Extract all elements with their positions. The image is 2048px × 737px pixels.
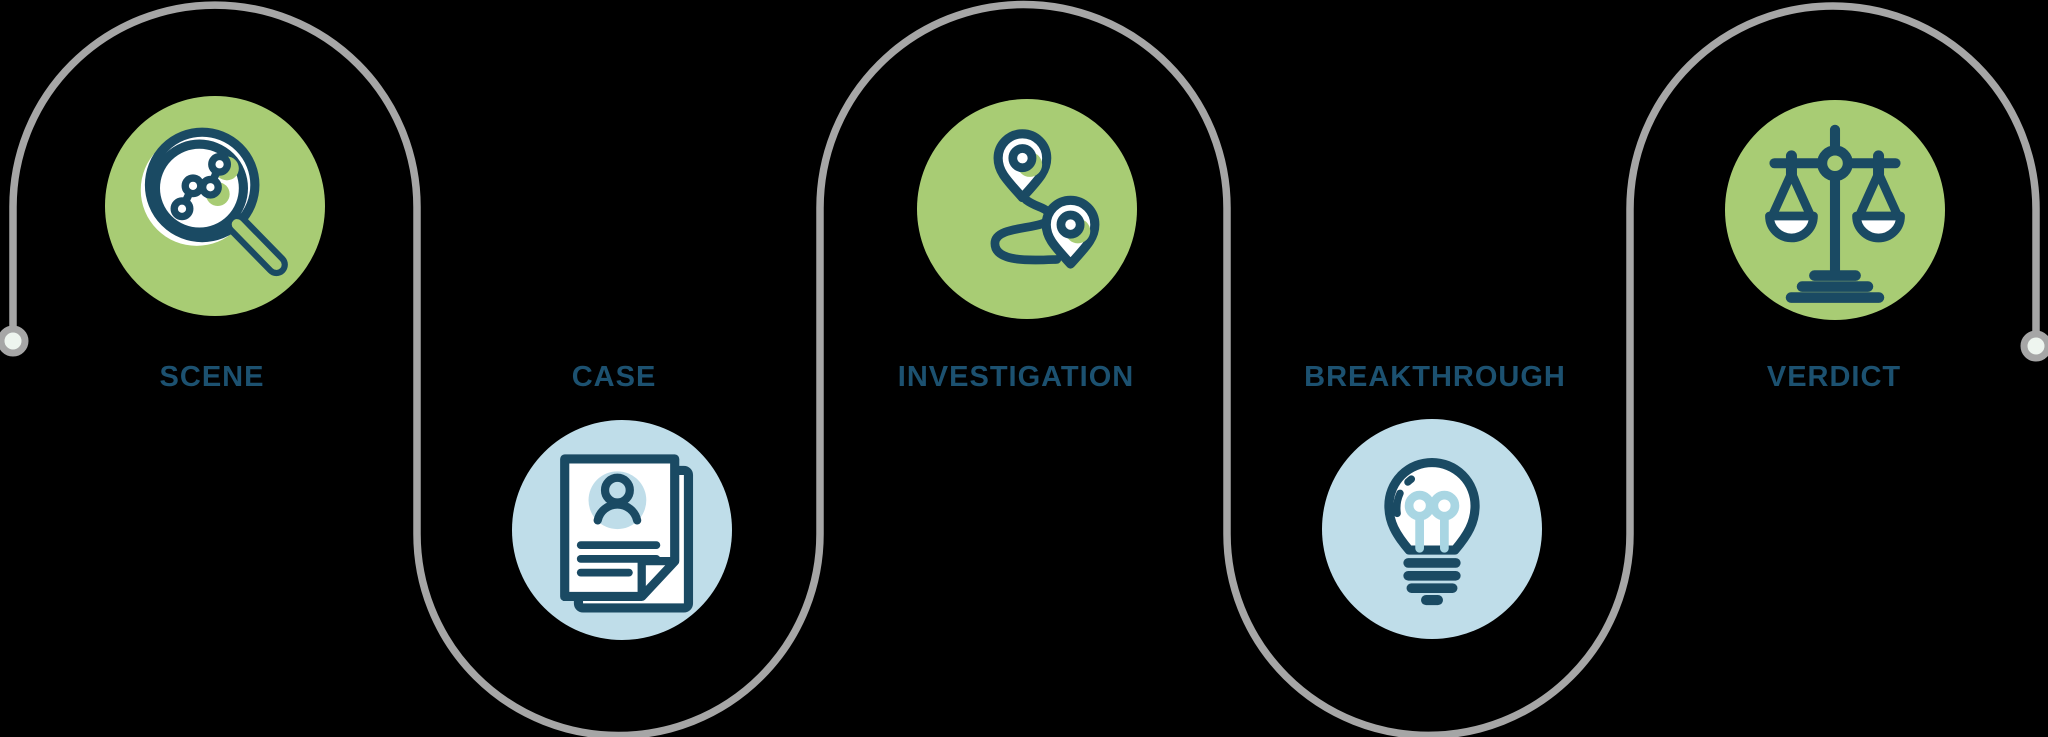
step-label-breakthrough: BREAKTHROUGH xyxy=(1304,361,1566,393)
step-label-verdict: VERDICT xyxy=(1766,361,1902,393)
step-circle-case xyxy=(512,420,732,640)
path-start-dot xyxy=(0,325,29,357)
scales-of-justice-icon xyxy=(1765,124,1905,303)
path-end-dot xyxy=(2020,330,2048,362)
lightbulb-icon xyxy=(1384,458,1480,606)
step-circle-investigation xyxy=(917,99,1137,319)
step-circle-scene xyxy=(105,96,325,316)
step-label-scene: SCENE xyxy=(159,361,265,393)
step-label-case: CASE xyxy=(571,361,657,393)
route-map-pins-icon xyxy=(990,129,1100,269)
connector-path xyxy=(9,0,2040,737)
step-label-investigation: INVESTIGATION xyxy=(897,361,1135,393)
step-circle-breakthrough xyxy=(1322,419,1542,639)
magnifying-glass-chart-icon xyxy=(140,127,288,277)
case-file-icon xyxy=(560,454,694,613)
step-circle-verdict xyxy=(1725,100,1945,320)
